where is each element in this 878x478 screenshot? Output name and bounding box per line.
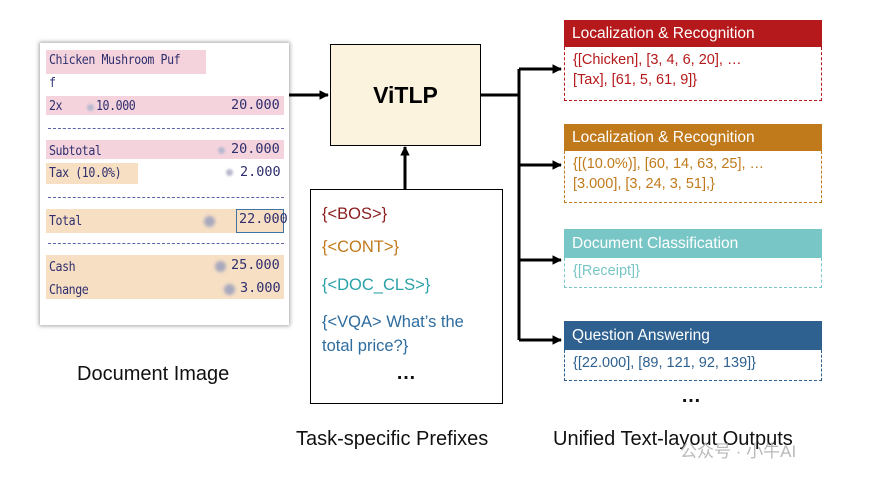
receipt-subtotal-label: Subtotal	[49, 143, 102, 159]
output-2-body: {[(10.0%)], [60, 14, 63, 25], … [3.000],…	[564, 151, 822, 203]
blur-mark	[226, 169, 233, 176]
output-ellipsis: …	[681, 385, 701, 407]
highlight-subtotal	[46, 140, 284, 159]
receipt-divider	[48, 128, 284, 129]
output-4-body: {[22.000], [89, 121, 92, 139]}	[564, 350, 822, 381]
receipt-unit-price: 10.000	[96, 98, 136, 114]
receipt-divider	[48, 243, 284, 244]
highlight-item	[46, 50, 206, 74]
caption-task-prefixes: Task-specific Prefixes	[296, 428, 489, 450]
receipt-qty: 2x	[49, 98, 63, 114]
output-1-line-1: {[Chicken], [3, 4, 6, 20], …	[573, 52, 742, 68]
blur-mark	[215, 261, 226, 272]
receipt-change-label: Change	[49, 282, 89, 298]
receipt-cash-label: Cash	[49, 259, 76, 275]
blur-mark	[224, 284, 235, 295]
prefix-vqa: {<VQA> What’s the	[322, 313, 464, 331]
output-2-header: Localization & Recognition	[564, 124, 822, 151]
output-4-line-1: {[22.000], [89, 121, 92, 139]}	[573, 355, 757, 371]
highlight-total	[46, 209, 284, 233]
output-2-line-2: [3.000], [3, 24, 3, 51],}	[573, 176, 715, 192]
output-1-header: Localization & Recognition	[564, 20, 822, 47]
prefix-vqa-cont: total price?}	[322, 337, 409, 355]
blur-mark	[87, 104, 94, 111]
highlight-tax	[46, 163, 138, 184]
receipt-subtotal-value: 20.000	[231, 141, 280, 157]
prefix-cont: {<CONT>}	[322, 238, 400, 256]
receipt-cash-value: 25.000	[231, 257, 280, 273]
receipt-item-name-cont: f	[49, 75, 56, 91]
output-1-line-2: [Tax], [61, 5, 61, 9]}	[573, 72, 698, 88]
output-3-header: Document Classification	[564, 229, 822, 258]
output-3-line-1: {[Receipt]}	[573, 263, 640, 279]
prefix-ellipsis: …	[396, 362, 416, 384]
prefix-bos: {<BOS>}	[322, 205, 388, 223]
receipt-divider	[48, 197, 284, 198]
caption-document-image: Document Image	[77, 363, 230, 385]
prefix-doc-cls: {<DOC_CLS>}	[322, 276, 431, 294]
output-1-body: {[Chicken], [3, 4, 6, 20], … [Tax], [61,…	[564, 47, 822, 101]
highlight-payment	[46, 255, 284, 299]
receipt-tax-label: Tax (10.0%)	[49, 165, 122, 181]
highlight-item-line	[46, 96, 284, 115]
output-3-body: {[Receipt]}	[564, 258, 822, 288]
receipt-change-value: 3.000	[240, 280, 281, 296]
receipt-line-total: 20.000	[231, 97, 280, 113]
watermark: 公众号 · 小牛AI	[680, 442, 797, 461]
prefix-box: {<BOS>} {<CONT>} {<DOC_CLS>} {<VQA> What…	[310, 189, 503, 404]
output-2-line-1: {[(10.0%)], [60, 14, 63, 25], …	[573, 156, 765, 172]
blur-mark	[204, 216, 215, 227]
output-4-header: Question Answering	[564, 321, 822, 350]
receipt-tax-value: 2.000	[240, 164, 281, 180]
caption-unified-outputs: Unified Text-layout Outputs	[553, 428, 793, 450]
receipt-item-name: Chicken Mushroom Puf	[49, 52, 181, 68]
vitlp-model-box: ViTLP	[330, 44, 481, 146]
blur-mark	[218, 147, 225, 154]
receipt-total-value: 22.000	[239, 211, 288, 227]
model-name: ViTLP	[373, 81, 438, 108]
total-value-bbox	[236, 209, 284, 233]
receipt-total-label: Total	[49, 213, 82, 229]
document-image: Chicken Mushroom Puf f 2x 10.000 20.000 …	[40, 43, 289, 325]
